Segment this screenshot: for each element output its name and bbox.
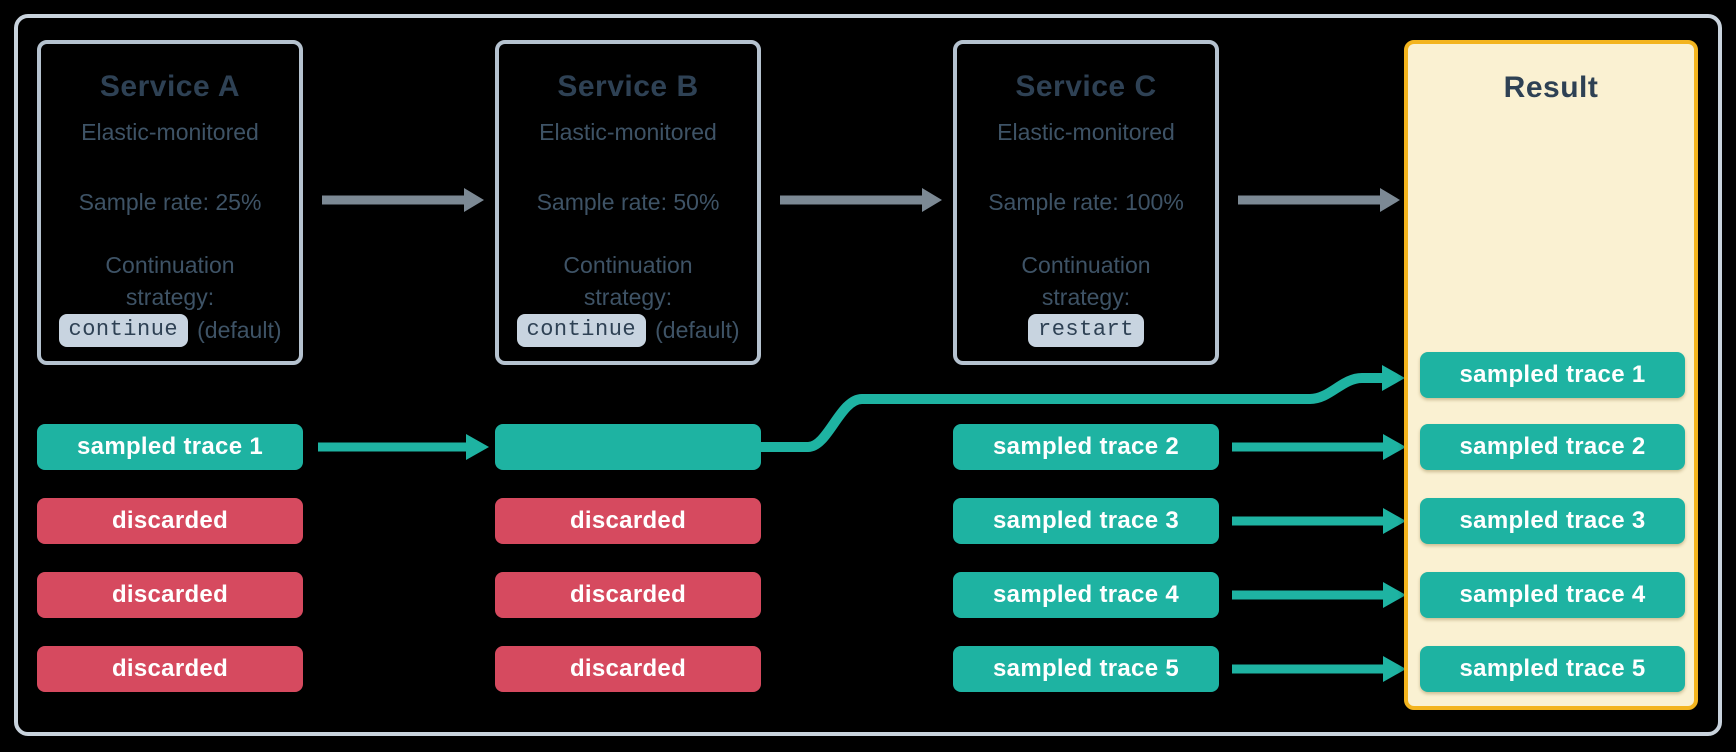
trace-box-c-sampled-2: sampled trace 2 — [953, 424, 1219, 470]
service-b-box: Service B Elastic-monitored Sample rate:… — [495, 40, 761, 365]
trace-box-b-sampled-unlabeled — [495, 424, 761, 470]
service-b-strategy: continue (default) — [499, 312, 757, 348]
strategy-default-note: (default) — [655, 316, 740, 343]
trace-box-a-sampled-1: sampled trace 1 — [37, 424, 303, 470]
service-c-box: Service C Elastic-monitored Sample rate:… — [953, 40, 1219, 365]
trace-box-a-discarded-2: discarded — [37, 572, 303, 618]
service-a-continuation-label: Continuation strategy: — [105, 252, 235, 310]
trace-box-a-discarded-3: discarded — [37, 646, 303, 692]
trace-box-b-discarded-1: discarded — [495, 498, 761, 544]
service-c-title: Service C — [1015, 70, 1157, 103]
service-c-subtitle: Elastic-monitored — [997, 119, 1175, 145]
result-title: Result — [1503, 71, 1599, 104]
strategy-code-chip: continue — [516, 313, 647, 347]
service-a-box: Service A Elastic-monitored Sample rate:… — [37, 40, 303, 365]
result-trace-5: sampled trace 5 — [1420, 646, 1685, 692]
trace-box-a-discarded-1: discarded — [37, 498, 303, 544]
service-a-title: Service A — [99, 70, 241, 103]
service-b-subtitle: Elastic-monitored — [539, 119, 717, 145]
result-trace-4: sampled trace 4 — [1420, 572, 1685, 618]
trace-box-c-sampled-5: sampled trace 5 — [953, 646, 1219, 692]
trace-box-c-sampled-4: sampled trace 4 — [953, 572, 1219, 618]
trace-box-b-discarded-3: discarded — [495, 646, 761, 692]
result-trace-3: sampled trace 3 — [1420, 498, 1685, 544]
service-c-continuation-label: Continuation strategy: — [1021, 252, 1151, 310]
service-a-subtitle: Elastic-monitored — [81, 119, 259, 145]
result-trace-2: sampled trace 2 — [1420, 424, 1685, 470]
service-b-title: Service B — [557, 70, 699, 103]
strategy-code-chip: continue — [58, 313, 189, 347]
result-trace-1: sampled trace 1 — [1420, 352, 1685, 398]
trace-box-c-sampled-3: sampled trace 3 — [953, 498, 1219, 544]
service-a-sample-rate: Sample rate: 25% — [78, 189, 262, 215]
service-b-sample-rate: Sample rate: 50% — [536, 189, 720, 215]
strategy-code-chip: restart — [1028, 313, 1144, 347]
service-a-strategy: continue (default) — [41, 312, 299, 348]
strategy-default-note: (default) — [197, 316, 282, 343]
diagram-border-frame — [14, 14, 1722, 736]
service-c-sample-rate: Sample rate: 100% — [988, 189, 1184, 215]
trace-box-b-discarded-2: discarded — [495, 572, 761, 618]
result-box: Result sampled trace 1 sampled trace 2 s… — [1404, 40, 1698, 710]
service-b-continuation-label: Continuation strategy: — [563, 252, 693, 310]
service-c-strategy: restart — [957, 312, 1215, 348]
